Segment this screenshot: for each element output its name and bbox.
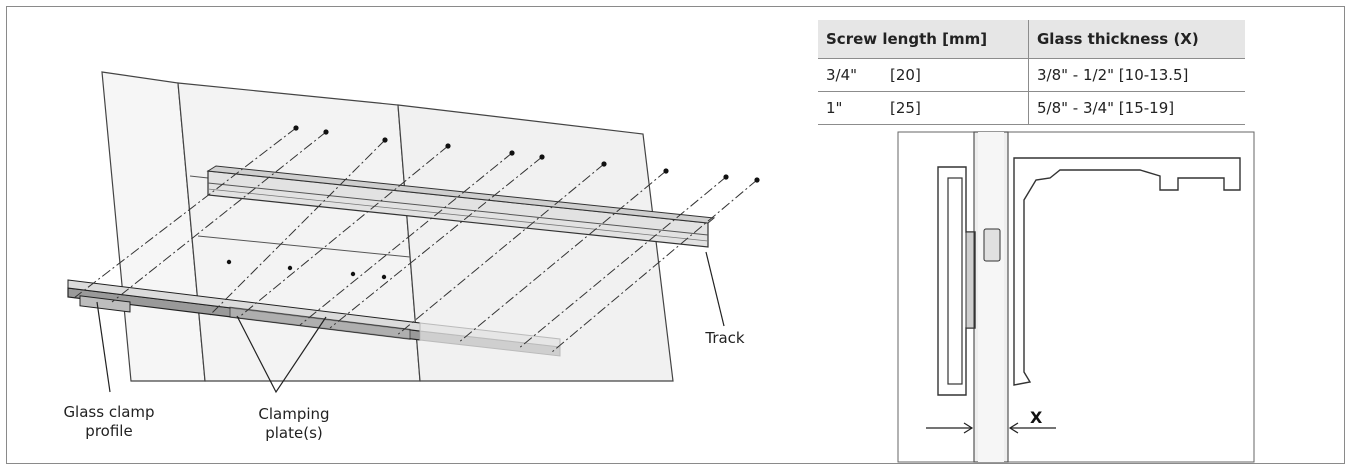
diagram-frame [6,6,1345,464]
clamping-plate-1 [79,295,131,313]
track-profile-section [1013,157,1241,386]
screw-heads [226,125,760,280]
leader-lines [96,251,725,394]
label-glass-clamp-profile: Glass clamp profile [63,403,155,440]
label-track: Track [705,329,745,347]
clamping-plate-2 [229,306,411,340]
table-cell-glass-thickness: 3/8" - 1/2" [10-13.5] [1028,58,1245,92]
table-header: Glass thickness (X) [1028,20,1245,59]
panel-detail-lines [189,175,411,258]
track-rail [206,165,716,248]
table-cell-glass-thickness: 5/8" - 3/4" [15-19] [1028,91,1245,125]
table-cell-screw-length: 3/4"[20] [818,58,1029,92]
table-row: 1"[25] 5/8" - 3/4" [15-19] [818,91,1245,125]
label-clamping-plates: Clamping plate(s) [258,405,330,442]
label-x-dimension: X [1030,408,1043,427]
screw-axis-lines [73,127,758,353]
table-header-row: Screw length [mm] Glass thickness (X) [818,20,1245,59]
table-header: Screw length [mm] [818,20,1029,59]
screw-length-table: Screw length [mm] Glass thickness (X) 3/… [818,20,1245,125]
cross-section [897,131,1255,463]
glass-panel-right [397,104,674,382]
table-row: 3/4"[20] 3/8" - 1/2" [10-13.5] [818,58,1245,92]
table-cell-screw-length: 1"[25] [818,91,1029,125]
